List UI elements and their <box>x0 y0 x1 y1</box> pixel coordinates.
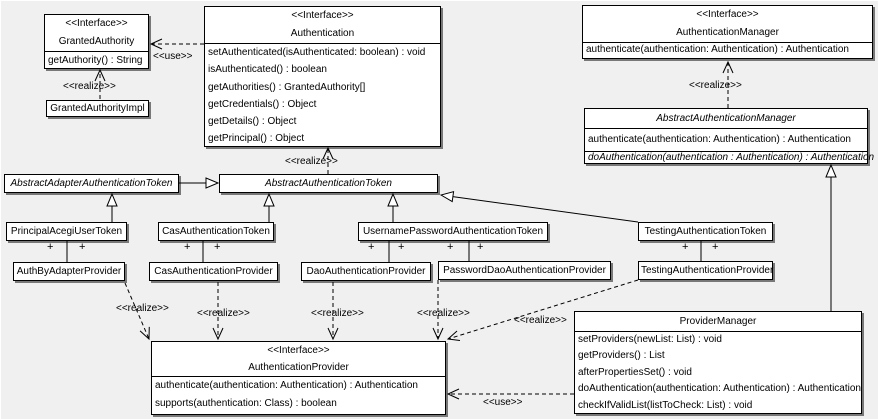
realize-label: <<realize>> <box>514 315 567 326</box>
class-authentication-manager[interactable]: <<Interface>> AuthenticationManager auth… <box>582 5 873 59</box>
realize-label: <<realize>> <box>116 303 169 314</box>
class-name: AuthenticationManager <box>676 27 779 38</box>
assoc-end-plus: + <box>447 241 454 253</box>
class-auth-by-adapter-provider[interactable]: AuthByAdapterProvider <box>13 262 125 281</box>
use-label: <<use>> <box>483 397 523 408</box>
member-row: isAuthenticated() : boolean <box>208 64 327 76</box>
realize-label: <<realize>> <box>285 156 338 167</box>
member-row: supports(authentication: Class) : boolea… <box>155 398 337 409</box>
edge-generalization-testing-token[interactable] <box>439 191 639 223</box>
class-name: DaoAuthenticationProvider <box>306 266 426 277</box>
class-name: PasswordDaoAuthenticationProvider <box>443 265 606 276</box>
class-name: GrantedAuthority <box>58 36 135 47</box>
member-row: setProviders(newList: List) : void <box>578 334 722 345</box>
class-name: AbstractAuthenticationManager <box>656 113 796 124</box>
class-name: CasAuthenticationToken <box>162 226 270 237</box>
class-name: ProviderManager <box>679 316 757 327</box>
class-authentication[interactable]: <<Interface>> Authentication setAuthenti… <box>204 6 441 147</box>
member-row: afterPropertiesSet() : void <box>578 366 692 378</box>
member-row: setAuthenticated(isAuthenticated: boolea… <box>208 47 426 58</box>
member-row: doAuthentication(authentication: Authent… <box>578 383 861 395</box>
assoc-end-plus: + <box>477 241 484 253</box>
member-row: authenticate(authentication: Authenticat… <box>586 44 849 55</box>
class-abstract-authentication-token[interactable]: AbstractAuthenticationToken <box>219 174 438 193</box>
assoc-end-plus: + <box>398 241 405 253</box>
member-row: authenticate(authentication: Authenticat… <box>585 128 867 151</box>
assoc-end-plus: + <box>184 241 191 253</box>
member-row: authenticate(authentication: Authenticat… <box>155 380 418 391</box>
class-abstract-adapter-authentication-token[interactable]: AbstractAdapterAuthenticationToken <box>4 174 179 193</box>
class-granted-authority-impl[interactable]: GrantedAuthorityImpl <box>46 100 149 117</box>
class-name: AbstractAdapterAuthenticationToken <box>10 178 173 189</box>
realize-label: <<realize>> <box>689 80 742 91</box>
class-provider-manager[interactable]: ProviderManager setProviders(newList: Li… <box>574 311 862 414</box>
realize-label: <<realize>> <box>417 308 470 319</box>
class-name: AbstractAuthenticationToken <box>265 178 392 189</box>
class-password-dao-authentication-provider[interactable]: PasswordDaoAuthenticationProvider <box>438 261 611 280</box>
assoc-end-plus: + <box>47 241 54 253</box>
stereotype-label: <<Interface>> <box>267 345 330 356</box>
class-name: PrincipalAcegiUserToken <box>10 226 123 237</box>
class-name: CasAuthenticationProvider <box>154 266 273 277</box>
class-cas-authentication-token[interactable]: CasAuthenticationToken <box>158 222 274 241</box>
stereotype-label: <<Interface>> <box>696 9 759 20</box>
member-row: getAuthorities() : GrantedAuthority[] <box>208 81 366 93</box>
assoc-end-plus: + <box>682 241 689 253</box>
assoc-end-plus: + <box>368 241 375 253</box>
class-testing-authentication-token[interactable]: TestingAuthenticationToken <box>638 222 773 241</box>
class-name: GrantedAuthorityImpl <box>50 103 145 114</box>
assoc-end-plus: + <box>79 241 86 253</box>
class-abstract-authentication-manager[interactable]: AbstractAuthenticationManager authentica… <box>584 108 874 164</box>
realize-label: <<realize>> <box>63 81 116 92</box>
class-testing-authentication-provider[interactable]: TestingAuthenticationProvider <box>638 261 773 280</box>
class-username-password-authentication-token[interactable]: UsernamePasswordAuthenticationToken <box>358 222 548 241</box>
stereotype-label: <<Interface>> <box>291 10 354 21</box>
member-row: doAuthentication(authentication : Authen… <box>585 151 874 164</box>
class-name: Authentication <box>290 28 355 39</box>
edge-realize-testing-provider[interactable] <box>446 279 639 342</box>
member-row: getProviders() : List <box>578 350 665 362</box>
stereotype-label: <<Interface>> <box>65 18 128 29</box>
assoc-end-plus: + <box>214 241 221 253</box>
realize-label: <<realize>> <box>311 308 364 319</box>
member-row: checkIfValidList(listToCheck: List) : vo… <box>578 399 753 411</box>
class-authentication-provider[interactable]: <<Interface>> AuthenticationProvider aut… <box>151 341 446 415</box>
class-dao-authentication-provider[interactable]: DaoAuthenticationProvider <box>301 262 431 281</box>
member-row: getCredentials() : Object <box>208 98 317 110</box>
member-row: getPrincipal() : Object <box>208 133 305 145</box>
class-name: UsernamePasswordAuthenticationToken <box>362 226 544 237</box>
use-label: <<use>> <box>153 51 193 62</box>
class-name: TestingAuthenticationProvider <box>641 265 774 276</box>
assoc-end-plus: + <box>712 241 719 253</box>
class-principal-acegi-user-token[interactable]: PrincipalAcegiUserToken <box>6 222 127 241</box>
member-row: getAuthority() : String <box>48 55 143 66</box>
member-row: getDetails() : Object <box>208 116 297 128</box>
realize-label: <<realize>> <box>197 308 250 319</box>
class-cas-authentication-provider[interactable]: CasAuthenticationProvider <box>149 262 278 281</box>
class-name: AuthenticationProvider <box>248 362 349 373</box>
class-granted-authority[interactable]: <<Interface>> GrantedAuthority getAuthor… <box>44 14 149 69</box>
edge-realize-authbyadapter-provider[interactable] <box>124 282 150 341</box>
class-name: AuthByAdapterProvider <box>16 266 122 277</box>
class-name: TestingAuthenticationToken <box>644 226 767 237</box>
